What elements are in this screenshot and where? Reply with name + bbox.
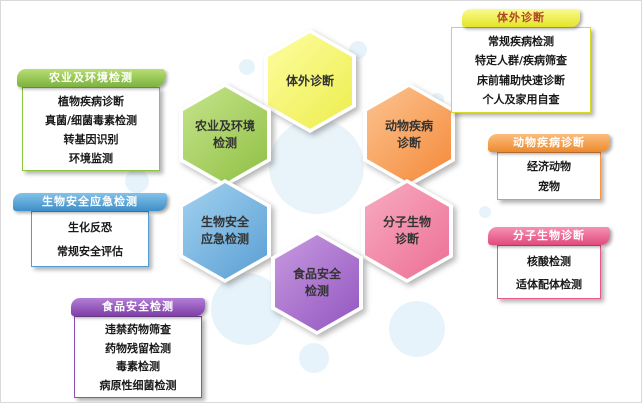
hexagon-face: 分子生物 诊断 (365, 183, 449, 279)
hexagon-label: 生物安全 应急检测 (200, 215, 249, 246)
callout-in-vitro-diagnosis: 体外诊断 常规疾病检测 特定人群/疾病筛查 床前辅助快速诊断 个人及家用自查 (451, 9, 591, 113)
background-circle (125, 169, 149, 193)
hexagon-border: 体外诊断 (264, 29, 356, 133)
callout-box: 核酸检测 适体配体检测 (497, 245, 601, 299)
hexagon-face: 体外诊断 (268, 33, 352, 129)
callout-title: 分子生物诊断 (513, 229, 585, 242)
hexagon-face: 农业及环境 检测 (183, 87, 267, 183)
hexagon-border: 农业及环境 检测 (179, 83, 271, 187)
callout-food-safety: 食品安全检测 违禁药物筛查 药物残留检测 毒素检测 病原性细菌检测 (71, 298, 205, 398)
hexagon-food-safety: 食品安全 检测 (271, 231, 363, 335)
callout-agriculture-environment: 农业及环境检测 植物疾病诊断 真菌/细菌毒素检测 转基因识别 环境监测 (17, 69, 165, 171)
callout-title: 生物安全应急检测 (42, 195, 138, 208)
callout-molecular-biology: 分子生物诊断 核酸检测 适体配体检测 (488, 227, 610, 299)
callout-box: 植物疾病诊断 真菌/细菌毒素检测 转基因识别 环境监测 (22, 87, 160, 171)
hexagon-label: 分子生物 诊断 (382, 215, 431, 246)
background-circle (299, 343, 329, 373)
hexagon-label: 动物疾病 诊断 (384, 119, 433, 150)
callout-item: 病原性细菌检测 (99, 378, 177, 392)
callout-item: 植物疾病诊断 (58, 94, 124, 108)
hexagon-border: 分子生物 诊断 (361, 179, 453, 283)
callout-item: 核酸检测 (527, 254, 571, 268)
callout-item: 环境监测 (69, 151, 113, 165)
callout-box: 违禁药物筛查 药物残留检测 毒素检测 病原性细菌检测 (74, 316, 202, 398)
callout-header: 体外诊断 (462, 9, 580, 27)
callout-header: 动物疾病诊断 (488, 134, 610, 152)
callout-biosafety-emergency: 生物安全应急检测 生化反恐 常规安全评估 (13, 193, 167, 267)
callout-item: 毒素检测 (116, 360, 160, 374)
callout-item: 特定人群/疾病筛查 (474, 54, 568, 68)
hexagon-border: 生物安全 应急检测 (179, 179, 271, 283)
hexagon-in-vitro-diagnosis: 体外诊断 (264, 29, 356, 133)
callout-title: 体外诊断 (497, 11, 545, 24)
callout-box: 常规疾病检测 特定人群/疾病筛查 床前辅助快速诊断 个人及家用自查 (451, 27, 591, 113)
hexagon-border: 食品安全 检测 (271, 231, 363, 335)
background-circle (479, 206, 491, 218)
hexagon-face: 食品安全 检测 (275, 235, 359, 331)
callout-title: 食品安全检测 (102, 300, 174, 313)
callout-item: 真菌/细菌毒素检测 (44, 113, 138, 127)
callout-item: 违禁药物筛查 (105, 323, 171, 337)
callout-box: 生化反恐 常规安全评估 (31, 211, 149, 267)
hexagon-biosafety-emergency: 生物安全 应急检测 (179, 179, 271, 283)
hexagon-agriculture-environment: 农业及环境 检测 (179, 83, 271, 187)
callout-item: 床前辅助快速诊断 (477, 73, 565, 87)
callout-item: 宠物 (538, 180, 560, 193)
hexagon-label: 农业及环境 检测 (194, 119, 255, 150)
callout-item: 常规安全评估 (57, 245, 123, 258)
callout-title: 动物疾病诊断 (513, 136, 585, 149)
hexagon-face: 动物疾病 诊断 (367, 87, 451, 183)
callout-header: 生物安全应急检测 (13, 193, 167, 211)
callout-box: 经济动物 宠物 (497, 152, 601, 200)
callout-item: 适体配体检测 (516, 277, 582, 291)
background-circle (239, 59, 255, 75)
callout-item: 经济动物 (527, 160, 571, 173)
callout-item: 常规疾病检测 (488, 34, 554, 48)
hexagon-label: 体外诊断 (285, 73, 334, 88)
callout-animal-disease: 动物疾病诊断 经济动物 宠物 (488, 134, 610, 200)
callout-header: 农业及环境检测 (17, 69, 165, 87)
callout-item: 药物残留检测 (105, 341, 171, 355)
callout-title: 农业及环境检测 (49, 71, 133, 84)
callout-header: 食品安全检测 (71, 298, 205, 316)
callout-header: 分子生物诊断 (488, 227, 610, 245)
background-circle (269, 119, 364, 214)
hexagon-label: 食品安全 检测 (292, 267, 341, 298)
hexagon-face: 生物安全 应急检测 (183, 183, 267, 279)
background-circle (389, 301, 445, 357)
hexagon-animal-disease: 动物疾病 诊断 (363, 83, 455, 187)
hexagon-molecular-biology: 分子生物 诊断 (361, 179, 453, 283)
callout-item: 转基因识别 (63, 132, 119, 146)
hexagon-border: 动物疾病 诊断 (363, 83, 455, 187)
callout-item: 生化反恐 (68, 221, 112, 234)
callout-item: 个人及家用自查 (482, 93, 560, 107)
